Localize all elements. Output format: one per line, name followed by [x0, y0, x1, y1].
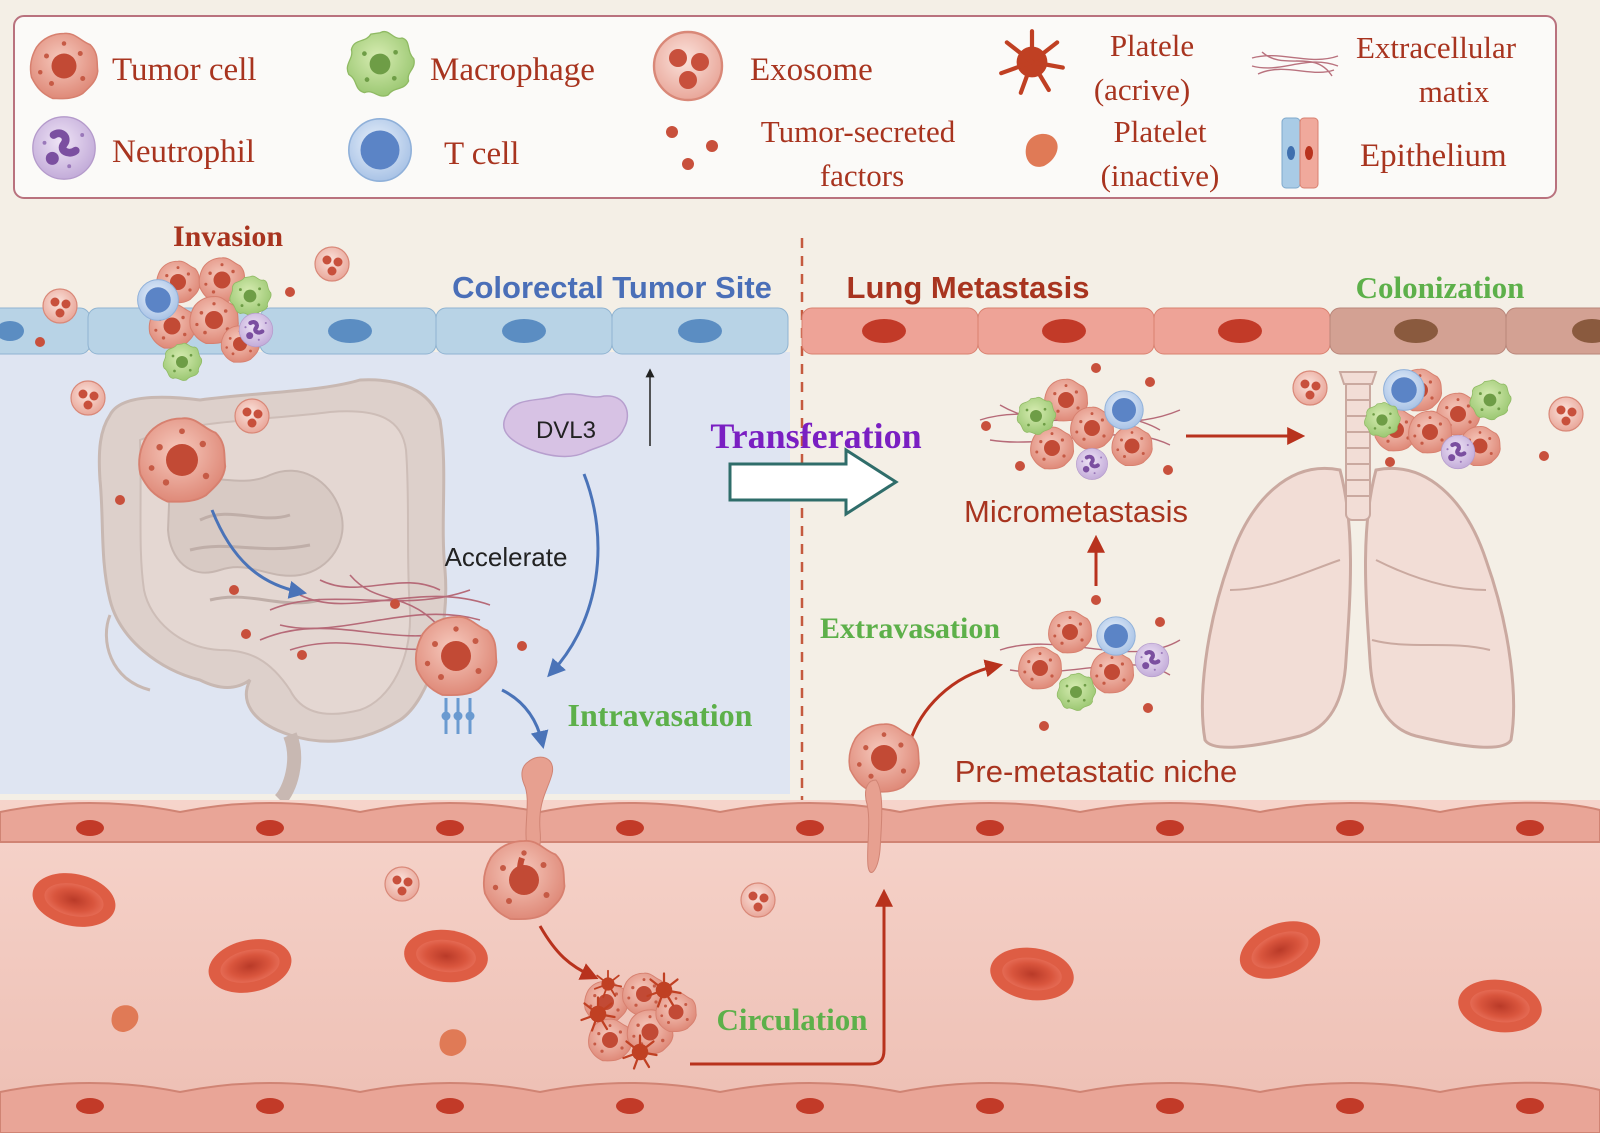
- exosome: [384, 866, 420, 902]
- exosome: [70, 380, 106, 416]
- dvl3-label: DVL3: [536, 417, 596, 444]
- legend-label-factors-1: Tumor-secreted: [761, 114, 956, 149]
- colorectal-epithelium: [0, 307, 789, 355]
- scattered-factors-right: [981, 363, 1549, 731]
- accelerate-arrow: [547, 473, 600, 678]
- colorectal-site-label: Colorectal Tumor Site: [452, 270, 772, 305]
- exosome: [740, 882, 776, 918]
- lungs-illustration: [1200, 371, 1516, 749]
- extravasation-arrow: [908, 659, 1004, 743]
- to-circulation-arrow: [538, 925, 599, 980]
- scattered-factors-left: [35, 287, 527, 660]
- legend-panel: [13, 15, 1557, 199]
- exosome-icon: [652, 30, 724, 102]
- legend-label-platelet-active-2: (acrive): [1094, 72, 1190, 107]
- invasion-label: Invasion: [173, 220, 283, 253]
- tumor-cell-icon: [29, 32, 99, 100]
- legend-label-platelet-active-1: Platele: [1110, 28, 1194, 63]
- tumor-cell-intravasating: [414, 615, 498, 697]
- exosome: [314, 246, 350, 282]
- exosome: [234, 398, 270, 434]
- transferation-label: Transferation: [710, 416, 921, 456]
- legend-label-exosome: Exosome: [750, 52, 873, 88]
- transferation-arrow: [728, 447, 899, 517]
- legend-label-macrophage: Macrophage: [430, 52, 595, 88]
- intravasation-label: Intravasation: [568, 697, 753, 733]
- neutrophil-icon: [33, 117, 95, 179]
- pre-metastatic-tumor-cell: [848, 723, 920, 793]
- legend-label-epithelium: Epithelium: [1360, 138, 1507, 174]
- vessel-endothelium-top: [0, 801, 1600, 843]
- receptor-icon: [441, 698, 475, 734]
- tumor-cell: [138, 417, 227, 503]
- extravasating-cell-tail: [865, 779, 883, 873]
- colonization-label: Colonization: [1356, 270, 1525, 305]
- micrometastasis-cluster: [979, 378, 1181, 482]
- legend-label-t-cell: T cell: [444, 136, 519, 172]
- legend-label-factors-2: factors: [820, 158, 904, 193]
- epithelium-icon: [1281, 117, 1319, 189]
- inactive-platelets: [111, 1005, 467, 1056]
- legend-label-ecm-2: matix: [1419, 74, 1490, 109]
- lung-epithelium: [801, 307, 1600, 355]
- t-cell-icon: [348, 118, 412, 182]
- micrometastasis-label: Micrometastasis: [964, 494, 1188, 529]
- intravasation-arrow: [501, 688, 549, 750]
- exosome: [1292, 370, 1328, 406]
- pre-metastatic-niche-label: Pre-metastatic niche: [955, 754, 1238, 789]
- circulation-label: Circulation: [717, 1002, 868, 1037]
- legend-label-ecm-1: Extracellular: [1356, 30, 1517, 65]
- migration-arrow: [210, 509, 308, 599]
- exosome: [42, 288, 78, 324]
- vessel-endothelium-bottom: [0, 1081, 1600, 1133]
- legend-label-platelet-inactive-2: (inactive): [1101, 158, 1220, 193]
- accelerate-label: Accelerate: [445, 542, 568, 572]
- platelet-inactive-icon: [1025, 133, 1058, 167]
- lung-metastasis-label: Lung Metastasis: [847, 270, 1090, 305]
- extravasation-label: Extravasation: [820, 612, 1000, 645]
- extracellular-matrix-icon: [1251, 51, 1339, 77]
- legend-label-tumor-cell: Tumor cell: [112, 52, 257, 88]
- extravasation-cluster: [999, 610, 1181, 711]
- legend-label-platelet-inactive-1: Platelet: [1114, 114, 1207, 149]
- legend-label-neutrophil: Neutrophil: [112, 134, 255, 170]
- to-extravasation-arrow: [690, 888, 893, 1066]
- colonization-cluster: [1364, 368, 1512, 469]
- dvl3-protein: [503, 393, 629, 458]
- exosome: [1548, 396, 1584, 432]
- tumor-secreted-factors-icon: [666, 126, 718, 170]
- legend: Tumor cell Macrophage Exosome Platele (a…: [31, 28, 1517, 193]
